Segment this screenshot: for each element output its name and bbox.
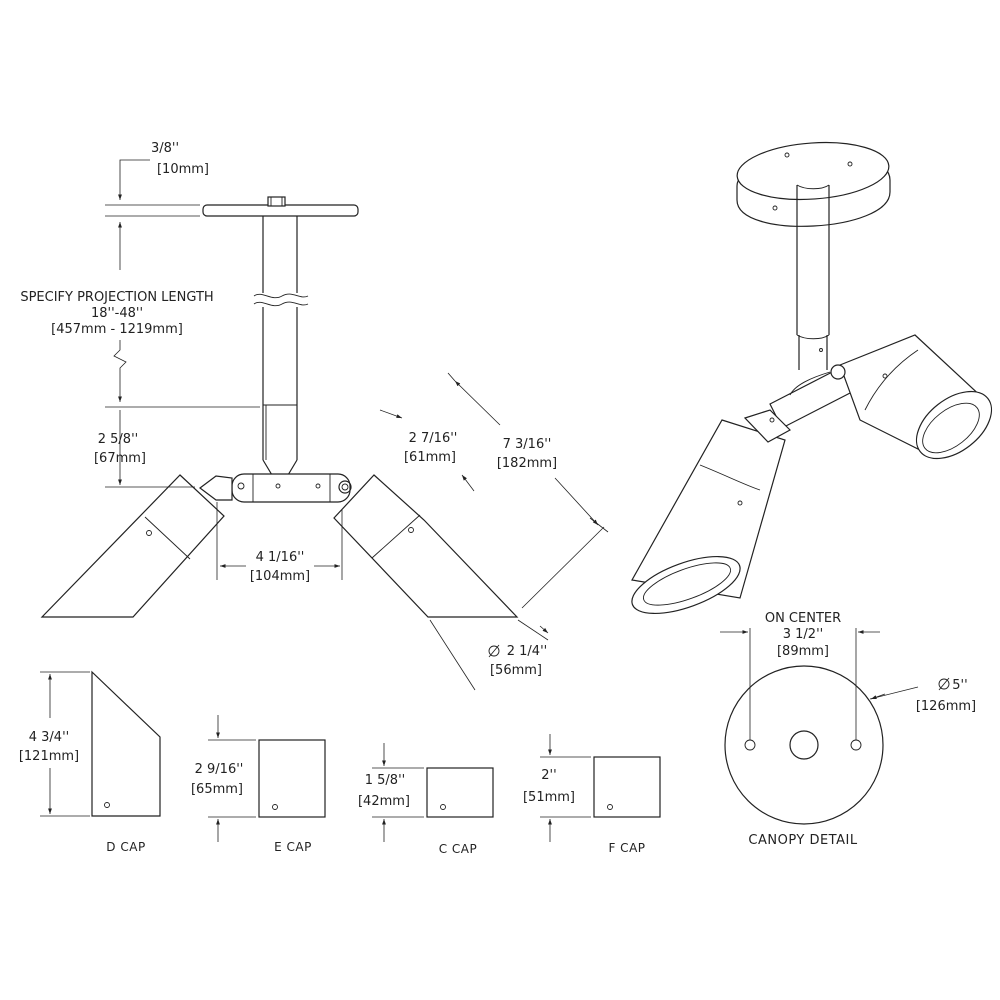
stem (253, 216, 309, 476)
projection-metric: [457mm - 1219mm] (51, 322, 183, 337)
isometric-view-drawing (631, 141, 993, 615)
dim-cap-offset: 2 7/16'' [61mm] (379, 409, 475, 492)
on-center-imperial: 3 1/2'' (783, 627, 823, 642)
knuckle-height-metric: [67mm] (94, 451, 146, 466)
head-spacing-metric: [104mm] (250, 569, 310, 584)
cap-d-imperial: 4 3/4'' (29, 730, 69, 745)
dim-knuckle-height: 2 5/8'' [67mm] (94, 410, 195, 488)
canopy-diameter-metric: [126mm] (916, 699, 976, 714)
right-lamp-head (333, 474, 519, 618)
cap-f-metric: [51mm] (523, 790, 575, 805)
cap-e-metric: [65mm] (191, 782, 243, 797)
diameter-symbol-icon (938, 678, 950, 690)
dim-head-spacing: 4 1/16'' [104mm] (216, 502, 343, 584)
head-diameter-metric: [56mm] (490, 663, 542, 678)
canopy-detail: ON CENTER 3 1/2'' [89mm] 5'' [126mm] CAN… (720, 611, 976, 848)
dim-head-length: 7 3/16'' [182mm] (447, 372, 609, 609)
canopy-plate (202, 196, 359, 217)
projection-title: SPECIFY PROJECTION LENGTH (20, 290, 213, 305)
cap-c-label: C CAP (439, 842, 478, 856)
cap-e-imperial: 2 9/16'' (195, 762, 244, 777)
cap-e-label: E CAP (274, 840, 312, 854)
side-view-drawing: 3/8'' [10mm] SPECIFY PROJECTION LENGTH 1… (20, 141, 609, 691)
cap-c-metric: [42mm] (358, 794, 410, 809)
left-lamp-head (40, 474, 225, 618)
cap-c-imperial: 1 5/8'' (365, 773, 405, 788)
diameter-symbol-icon (488, 645, 500, 657)
projection-imperial: 18''-48'' (91, 306, 143, 321)
cap-offset-imperial: 2 7/16'' (409, 431, 458, 446)
canopy-diameter-imperial: 5'' (952, 678, 967, 693)
cap-f-imperial: 2'' (541, 768, 556, 783)
canopy-thickness-metric: [10mm] (157, 162, 209, 177)
on-center-metric: [89mm] (777, 644, 829, 659)
cap-c: 1 5/8'' [42mm] C CAP (358, 743, 494, 856)
cap-offset-metric: [61mm] (404, 450, 456, 465)
cap-e: 2 9/16'' [65mm] E CAP (191, 715, 326, 854)
head-length-metric: [182mm] (497, 456, 557, 471)
head-diameter-imperial: 2 1/4'' (507, 644, 547, 659)
canopy-detail-label: CANOPY DETAIL (748, 833, 857, 848)
head-spacing-imperial: 4 1/16'' (256, 550, 305, 565)
dim-projection-length: SPECIFY PROJECTION LENGTH 18''-48'' [457… (20, 290, 260, 408)
knuckle-height-imperial: 2 5/8'' (98, 432, 138, 447)
dim-canopy-thickness: 3/8'' [10mm] (105, 141, 209, 270)
canopy-thickness-imperial: 3/8'' (151, 141, 179, 156)
on-center-label: ON CENTER (765, 611, 841, 626)
dim-head-diameter: 2 1/4'' [56mm] (429, 619, 549, 691)
knuckle-bar (199, 473, 352, 503)
head-length-imperial: 7 3/16'' (503, 437, 552, 452)
cap-f: 2'' [51mm] F CAP (523, 734, 661, 855)
cap-d: 4 3/4'' [121mm] D CAP (19, 670, 161, 854)
cap-d-metric: [121mm] (19, 749, 79, 764)
cap-d-label: D CAP (106, 840, 145, 854)
cap-f-label: F CAP (608, 841, 645, 855)
